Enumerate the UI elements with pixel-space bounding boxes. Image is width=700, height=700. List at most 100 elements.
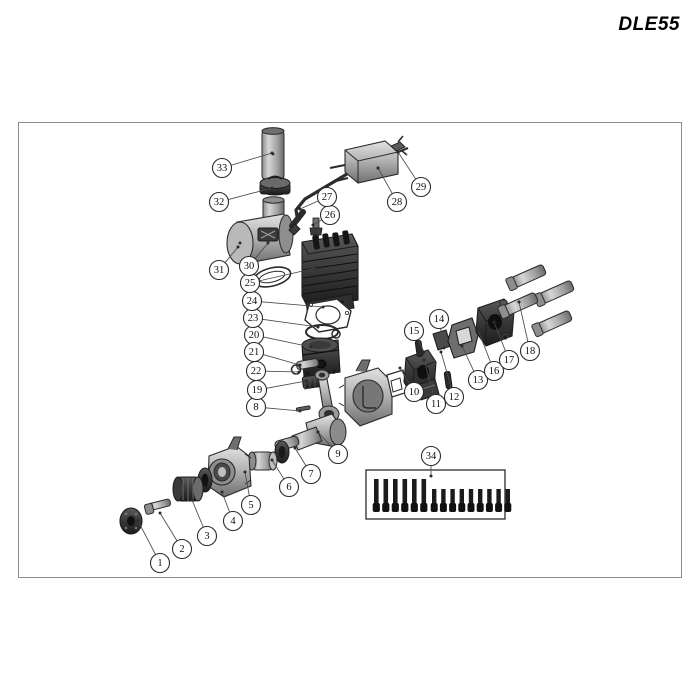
callout-2[interactable]: 2	[171, 538, 193, 560]
svg-text:14: 14	[434, 314, 445, 325]
svg-text:17: 17	[504, 355, 515, 366]
leader-line	[224, 246, 239, 263]
leader-line	[191, 499, 204, 528]
callout-34[interactable]: 34	[420, 445, 442, 467]
callout-9[interactable]: 9	[327, 443, 349, 465]
part-27-spark-plug-wire	[288, 169, 353, 236]
callout-18[interactable]: 18	[519, 340, 541, 362]
callout-7[interactable]: 7	[300, 463, 322, 485]
svg-text:26: 26	[325, 210, 336, 221]
part-32-muffler-clamp	[259, 175, 291, 196]
svg-text:25: 25	[245, 278, 256, 289]
leader-line	[137, 520, 156, 555]
callout-4[interactable]: 4	[222, 510, 244, 532]
leader-line	[159, 512, 178, 542]
screw-short	[450, 489, 455, 505]
callout-15[interactable]: 15	[403, 320, 425, 342]
svg-text:5: 5	[248, 500, 253, 511]
callout-14[interactable]: 14	[428, 308, 450, 330]
part-4-front-seal	[197, 467, 213, 493]
callout-16[interactable]: 16	[483, 360, 505, 382]
leader-line	[262, 318, 319, 328]
leader-line	[299, 200, 319, 210]
callout-22[interactable]: 22	[245, 360, 267, 382]
callout-23[interactable]: 23	[242, 307, 264, 329]
callout-12[interactable]: 12	[443, 386, 465, 408]
leader-line	[312, 219, 323, 226]
svg-text:23: 23	[248, 313, 259, 324]
leader-line	[294, 447, 307, 467]
callout-8[interactable]: 8	[245, 396, 267, 418]
callout-3[interactable]: 3	[196, 525, 218, 547]
svg-text:34: 34	[426, 451, 437, 462]
svg-text:1: 1	[157, 558, 162, 569]
screw-long	[402, 479, 408, 505]
leader-line	[263, 354, 301, 366]
callout-28[interactable]: 28	[386, 191, 408, 213]
leader-line	[254, 242, 269, 259]
leader-line	[263, 336, 312, 348]
svg-text:18: 18	[525, 346, 536, 357]
leader-line	[244, 471, 250, 496]
callout-21[interactable]: 21	[243, 341, 265, 363]
callout-bubbles: 1234567891011121314151617181920212223242…	[149, 157, 541, 574]
callout-20[interactable]: 20	[243, 324, 265, 346]
svg-text:8: 8	[253, 402, 258, 413]
callout-11[interactable]: 11	[425, 393, 447, 415]
callout-19[interactable]: 19	[246, 379, 268, 401]
leader-line	[377, 167, 393, 194]
screw-long	[393, 479, 398, 505]
leader-line	[423, 359, 434, 395]
part-18-standoff-bolts	[497, 264, 575, 338]
screw-long	[383, 479, 389, 505]
hardware-box	[365, 469, 512, 520]
callout-30[interactable]: 30	[238, 255, 260, 277]
part-16-carb-gasket-b	[447, 317, 479, 359]
callout-17[interactable]: 17	[498, 349, 520, 371]
part-2-prop-bolt	[143, 498, 172, 515]
callout-leaders	[136, 150, 529, 555]
callout-27[interactable]: 27	[316, 186, 338, 208]
callout-31[interactable]: 31	[208, 259, 230, 281]
part-29-ignition-sensor	[390, 135, 409, 156]
callout-10[interactable]: 10	[403, 381, 425, 403]
svg-text:7: 7	[308, 469, 313, 480]
callout-33[interactable]: 33	[211, 157, 233, 179]
svg-text:13: 13	[473, 375, 484, 386]
svg-text:32: 32	[214, 197, 225, 208]
leader-line	[461, 345, 475, 372]
part-1-prop-washer	[119, 507, 143, 535]
part-5-crankcase-front	[207, 436, 252, 498]
svg-text:28: 28	[392, 197, 403, 208]
leader-line	[230, 152, 273, 166]
screw-short	[459, 489, 464, 505]
page-title: DLE55	[618, 14, 680, 35]
svg-text:31: 31	[214, 265, 225, 276]
leader-line	[265, 370, 300, 373]
svg-text:9: 9	[335, 449, 340, 460]
leader-line	[259, 267, 317, 282]
svg-text:2: 2	[179, 544, 184, 555]
svg-text:27: 27	[322, 192, 333, 203]
callout-24[interactable]: 24	[241, 290, 263, 312]
callout-1[interactable]: 1	[149, 552, 171, 574]
screw-long	[412, 479, 417, 505]
callout-13[interactable]: 13	[467, 369, 489, 391]
screw-short	[432, 489, 437, 505]
screw-long	[421, 479, 427, 505]
screw-short	[478, 489, 483, 505]
callout-29[interactable]: 29	[410, 176, 432, 198]
callout-6[interactable]: 6	[278, 476, 300, 498]
leader-line	[221, 491, 231, 513]
callout-26[interactable]: 26	[319, 204, 341, 226]
screw-short	[496, 489, 501, 505]
leader-line	[397, 151, 417, 180]
callout-5[interactable]: 5	[240, 494, 262, 516]
part-5b-crankcase-rear	[338, 359, 393, 427]
leader-line	[477, 329, 491, 363]
leader-line	[440, 351, 452, 388]
callout-32[interactable]: 32	[208, 191, 230, 213]
callout-25[interactable]: 25	[239, 272, 261, 294]
svg-text:20: 20	[249, 330, 260, 341]
